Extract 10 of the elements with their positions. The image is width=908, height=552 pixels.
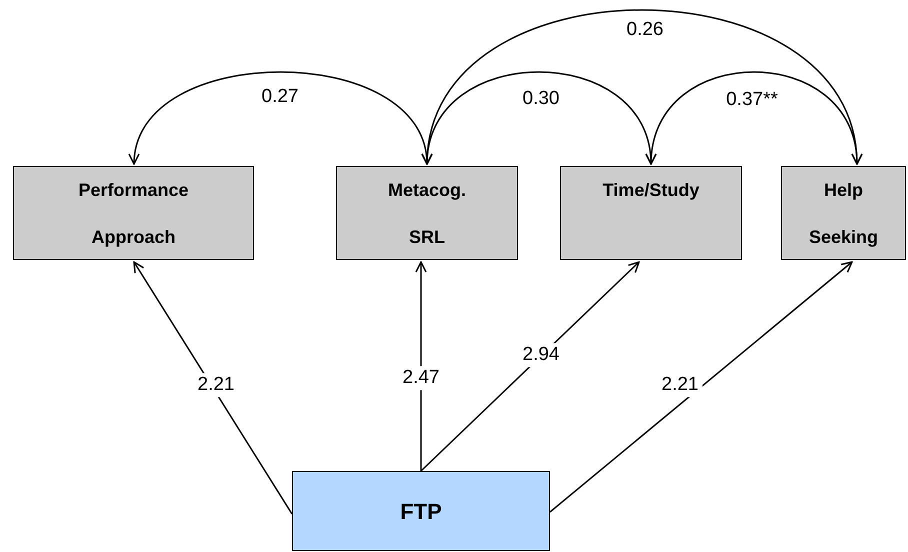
variable-box: Metacog. SRL [336,166,518,260]
variable-box: Performance Approach [13,166,254,260]
curved-arrow [423,10,861,165]
variable-box: Help Seeking [781,166,906,260]
arrow [420,261,640,472]
variable-box: Time/Study [560,166,742,260]
arrow [133,261,293,514]
arrow [550,261,853,513]
variable-box: FTP [292,471,550,551]
arrow [415,261,427,471]
